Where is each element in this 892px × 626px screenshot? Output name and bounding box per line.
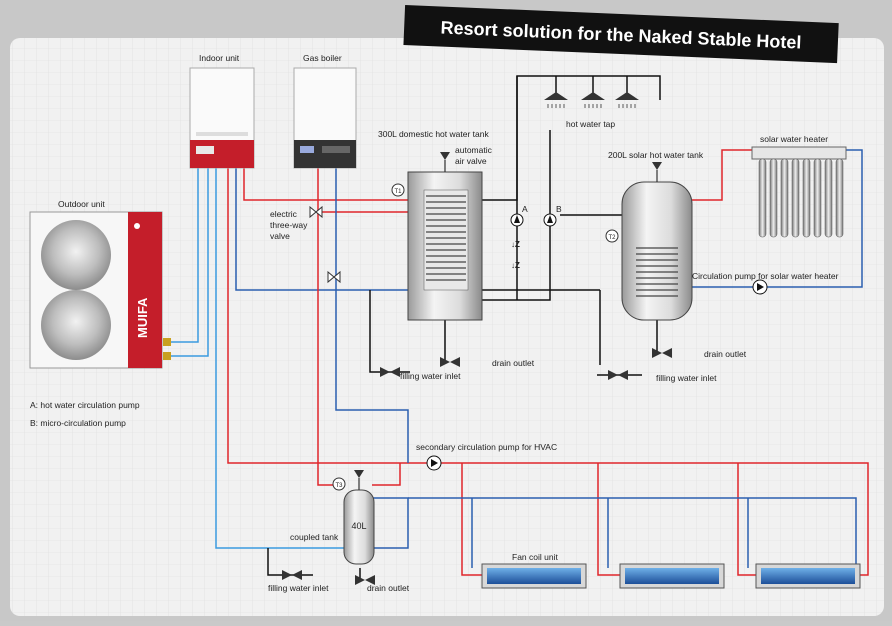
drain-outlet-label-2: drain outlet (704, 349, 747, 359)
svg-text:T3: T3 (335, 483, 343, 489)
domestic-tank-label: 300L domestic hot water tank (378, 129, 489, 139)
coupled-tank-label: coupled tank (290, 532, 339, 542)
brand-logo: MUIFA (135, 297, 150, 338)
fan-coil-label: Fan coil unit (512, 552, 558, 562)
svg-text:T1: T1 (394, 189, 402, 195)
three-way-valve-icon (309, 205, 341, 284)
electric-valve-label-1: electric (270, 209, 298, 219)
fan-coil-units (481, 563, 861, 589)
drain-outlet-label-3: drain outlet (367, 583, 410, 593)
solar-pump-icon (752, 279, 768, 295)
filling-inlet-label-3: filling water inlet (268, 583, 329, 593)
fan-icon (41, 290, 111, 360)
svg-text:T2: T2 (608, 235, 616, 241)
pump-a-icon (510, 213, 524, 227)
legend-item-a: A: hot water circulation pump (30, 400, 140, 410)
svg-text:↓Z: ↓Z (511, 240, 520, 249)
solar-water-heater (751, 146, 847, 238)
outdoor-unit: MUIFA (29, 211, 171, 369)
hot-water-tap-label: hot water tap (566, 119, 615, 129)
outdoor-unit-label: Outdoor unit (58, 199, 105, 209)
indoor-unit-label: Indoor unit (199, 53, 240, 63)
filling-valve-icon (282, 367, 628, 580)
filling-inlet-label-1: filling water inlet (400, 371, 461, 381)
drain-valve-icon (355, 348, 672, 585)
indoor-unit (189, 67, 255, 169)
secondary-pump-icon (426, 455, 442, 471)
secondary-pump-label: secondary circulation pump for HVAC (416, 442, 557, 452)
pump-b-label: B (556, 204, 562, 214)
coupled-tank-volume: 40L (351, 521, 366, 531)
solar-pump-label: Circulation pump for solar water heater (692, 271, 839, 281)
pump-a-label: A (522, 204, 528, 214)
air-valve-label: automatic (455, 145, 493, 155)
shower-tap-icon (544, 92, 639, 108)
legend: A: hot water circulation pump B: micro-c… (30, 400, 140, 428)
gas-boiler (293, 67, 357, 169)
svg-text:↓Z: ↓Z (511, 261, 520, 270)
drain-outlet-label-1: drain outlet (492, 358, 535, 368)
solar-tank-label: 200L solar hot water tank (608, 150, 704, 160)
gas-boiler-label: Gas boiler (303, 53, 342, 63)
solar-heater-label: solar water heater (760, 134, 828, 144)
solar-hot-water-tank: T2 (605, 162, 693, 321)
pump-b-icon (543, 213, 557, 227)
fan-icon (41, 220, 111, 290)
legend-item-b: B: micro-circulation pump (30, 418, 126, 428)
air-valve-label-2: air valve (455, 156, 487, 166)
title-banner: Resort solution for the Naked Stable Hot… (403, 4, 839, 64)
coupled-tank: 40L T3 (332, 470, 375, 565)
domestic-hot-water-tank: T1 (391, 152, 483, 321)
electric-valve-label-2: three-way (270, 220, 308, 230)
filling-inlet-label-2: filling water inlet (656, 373, 717, 383)
electric-valve-label-3: valve (270, 231, 290, 241)
